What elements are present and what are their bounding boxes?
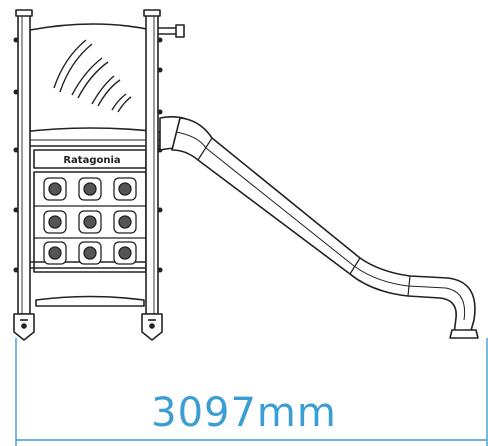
climbing-hold	[78, 210, 102, 234]
climbing-holds	[43, 177, 137, 265]
dimension-line	[15, 338, 488, 446]
panel-cross-bars	[34, 205, 146, 239]
deck	[21, 127, 161, 147]
base-plank	[35, 295, 145, 307]
slide-joints	[197, 137, 411, 297]
ground-anchors	[13, 313, 163, 341]
tower	[13, 9, 185, 341]
roof-slots	[53, 39, 132, 113]
left-post	[17, 13, 31, 315]
slide	[159, 116, 479, 339]
climbing-hold	[113, 210, 137, 234]
climbing-hold	[78, 177, 102, 201]
climbing-hold	[43, 210, 67, 234]
slide-chute	[171, 117, 476, 335]
climbing-hold	[113, 241, 137, 265]
right-post-cap	[143, 9, 161, 17]
climbing-hold	[113, 177, 137, 201]
brand-label: Ratagonia	[63, 155, 120, 166]
top-handle	[158, 24, 185, 38]
dimension-width-label: 3097mm	[151, 390, 337, 436]
climbing-hold	[78, 241, 102, 265]
climbing-hold	[43, 177, 67, 201]
slide-inner-rail	[175, 131, 466, 321]
left-post-cap	[15, 9, 33, 17]
slide-exit	[449, 329, 479, 339]
right-post	[145, 13, 159, 315]
climbing-hold	[43, 241, 67, 265]
